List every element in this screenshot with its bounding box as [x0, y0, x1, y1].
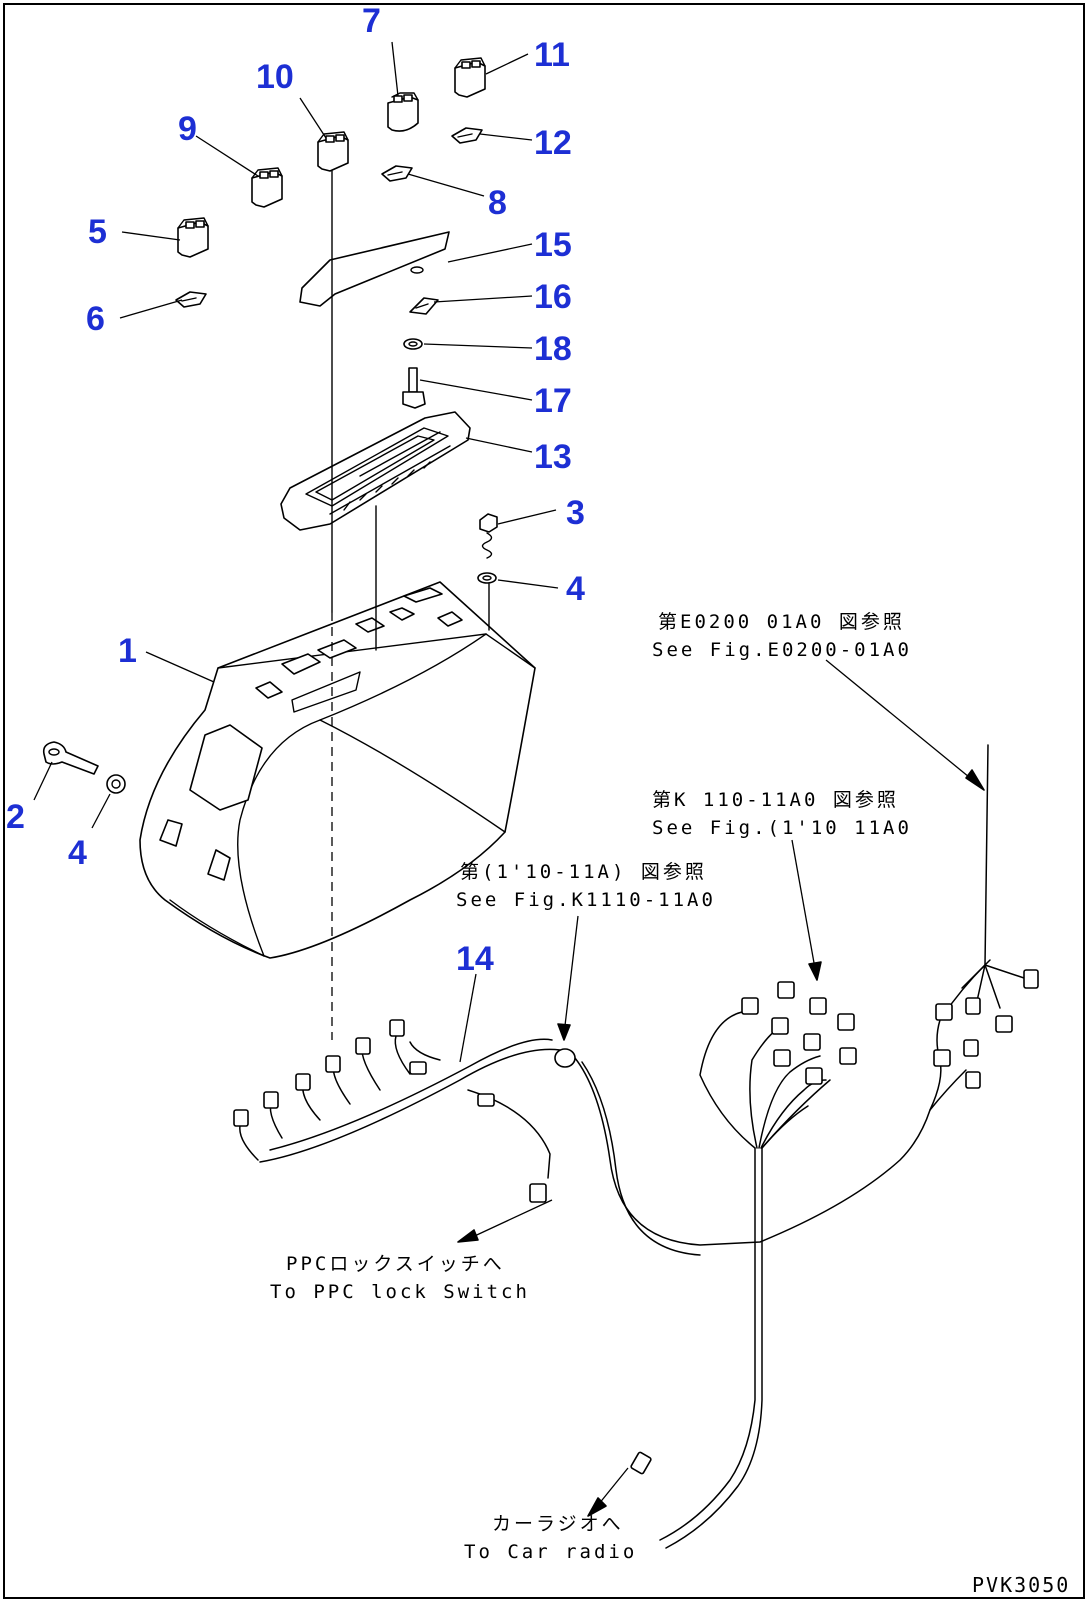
callout-3: 3	[566, 494, 585, 532]
callout-9: 9	[178, 110, 197, 148]
part-18-washer	[403, 338, 423, 350]
note-ppc-en: To PPC lock Switch	[270, 1281, 530, 1303]
note-radio-jp: カーラジオへ	[492, 1513, 624, 1535]
part-13-panel	[280, 411, 471, 531]
part-16-clip	[409, 297, 439, 315]
note-k1110-jp: 第K 110-11A0 図参照	[652, 789, 899, 811]
callout-14: 14	[456, 940, 494, 978]
part-3-nut	[479, 513, 498, 559]
part-5-switch	[177, 217, 209, 258]
note-k1110-en: See Fig.(1'10 11A0	[652, 817, 912, 839]
part-7-switch	[387, 92, 419, 132]
part-10-switch	[317, 131, 349, 172]
reference-arrows	[457, 659, 985, 1517]
part-4-washer-top	[477, 572, 497, 584]
part-14-harness	[239, 744, 1031, 1549]
drawing-frame	[3, 3, 1085, 1599]
part-15-plate	[299, 231, 450, 307]
part-8-cap	[381, 165, 413, 182]
callout-10: 10	[256, 58, 294, 96]
callout-5: 5	[88, 213, 107, 251]
part-17-bolt	[402, 367, 426, 409]
callout-4-top: 4	[566, 570, 585, 608]
note-e0200-en: See Fig.E0200-01A0	[652, 639, 912, 661]
part-11-switch	[454, 57, 486, 98]
note-ppc-jp: PPCロックスイッチへ	[286, 1253, 505, 1275]
part-2-key	[42, 741, 99, 775]
callout-18: 18	[534, 330, 572, 368]
part-4-washer-left	[106, 774, 126, 794]
callout-8: 8	[488, 184, 507, 222]
part-9-switch	[251, 167, 283, 208]
callout-1: 1	[118, 632, 137, 670]
note-e0200-jp: 第E0200 01A0 図参照	[658, 611, 905, 633]
callout-4-left: 4	[68, 834, 87, 872]
callout-6: 6	[86, 300, 105, 338]
drawing-code: PVK3050	[972, 1573, 1070, 1597]
note-k1110b-en: See Fig.K1110-11A0	[456, 889, 716, 911]
callout-7: 7	[362, 2, 381, 40]
harness-connectors	[233, 969, 1039, 1475]
reference-notes: 第E0200 01A0 図参照 See Fig.E0200-01A0 第K 11…	[270, 611, 1070, 1597]
part-1-console-box	[139, 581, 536, 959]
callout-numbers: 1 2 3 4 4 5 6 7 8 9 10 11 12 13 14 15 16…	[6, 2, 585, 978]
callout-13: 13	[534, 438, 572, 476]
part-6-cap	[175, 291, 207, 308]
callout-12: 12	[534, 124, 572, 162]
callout-2: 2	[6, 798, 25, 836]
callout-17: 17	[534, 382, 572, 420]
part-12-cap	[451, 127, 483, 144]
callout-leaders	[33, 41, 559, 1063]
callout-11: 11	[534, 36, 570, 74]
note-radio-en: To Car radio	[464, 1541, 637, 1563]
callout-16: 16	[534, 278, 572, 316]
note-k1110b-jp: 第(1'10-11A) 図参照	[460, 861, 707, 883]
callout-15: 15	[534, 226, 572, 264]
